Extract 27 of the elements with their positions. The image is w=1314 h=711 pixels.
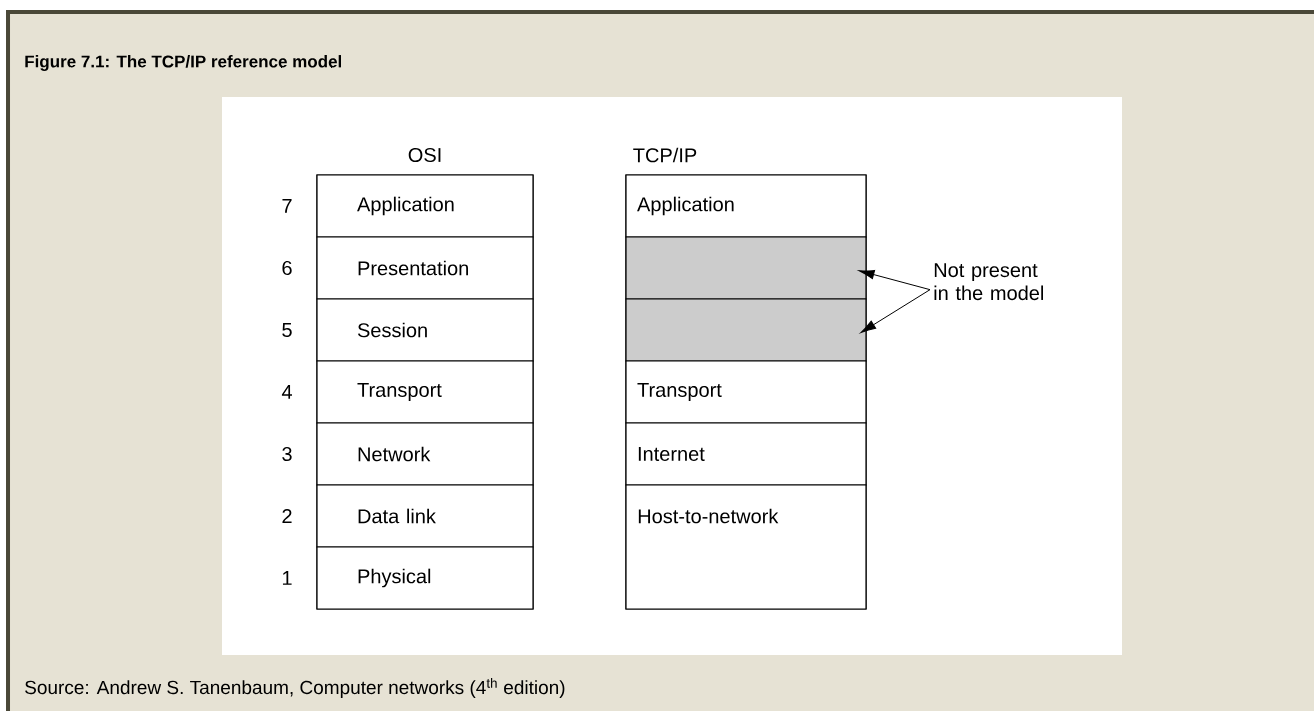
node-label: OSI — [408, 147, 441, 163]
layer-cell: Data link — [316, 484, 534, 548]
layer-cell: Application — [625, 174, 867, 238]
layer-cell: Host-to-network — [625, 484, 867, 610]
layer-cell: Application — [316, 174, 534, 238]
layer-number: 2 — [282, 509, 292, 523]
layer-number: 5 — [282, 323, 292, 337]
layer-cell: Internet — [625, 422, 867, 486]
arrow — [858, 269, 931, 291]
layer-number: 3 — [282, 446, 292, 462]
figure-title: Figure 7.1: The TCP/IP reference model — [25, 55, 342, 71]
node-label: TCP/IP — [633, 147, 697, 163]
layer-number: 4 — [281, 385, 292, 399]
layer-cell: Transport — [316, 360, 534, 424]
annotation-text: Not present in the model — [934, 263, 1043, 301]
source-caption: Source: Andrew S. Tanenbaum, Computer networks (4$^{th}$ edition) — [25, 678, 565, 698]
layer-cell: Physical — [316, 546, 534, 610]
shaded-cell — [625, 236, 867, 300]
layer-number: 1 — [282, 571, 292, 585]
arrow — [860, 289, 931, 334]
layer-number: 7 — [282, 199, 292, 213]
layer-cell: Network — [316, 422, 534, 486]
layer-cell: Session — [316, 298, 534, 362]
layer-cell: Transport — [625, 360, 867, 424]
layer-cell: Presentation — [316, 236, 534, 300]
layer-number: 6 — [282, 260, 292, 276]
shaded-cell — [625, 298, 867, 362]
